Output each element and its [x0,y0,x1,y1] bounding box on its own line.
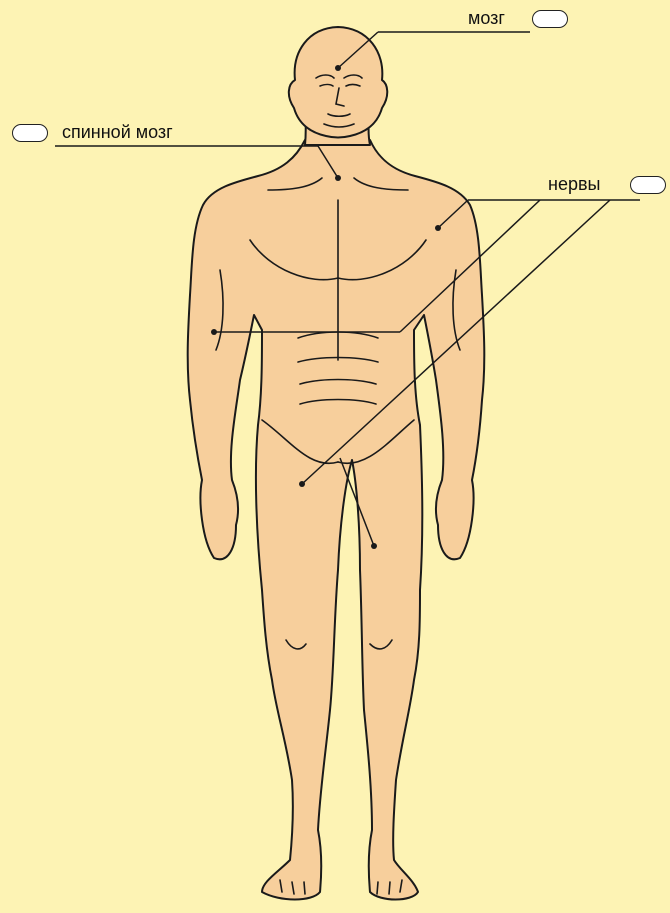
nerves-answer-slot[interactable] [630,176,666,194]
label-spinal-cord: спинной мозг [62,122,173,142]
head [289,27,387,138]
brain-answer-slot[interactable] [532,10,568,28]
spinal-cord-answer-slot[interactable] [12,124,48,142]
label-nerves: нервы [548,174,600,194]
label-brain: мозг [468,8,505,28]
body-silhouette [188,140,485,900]
